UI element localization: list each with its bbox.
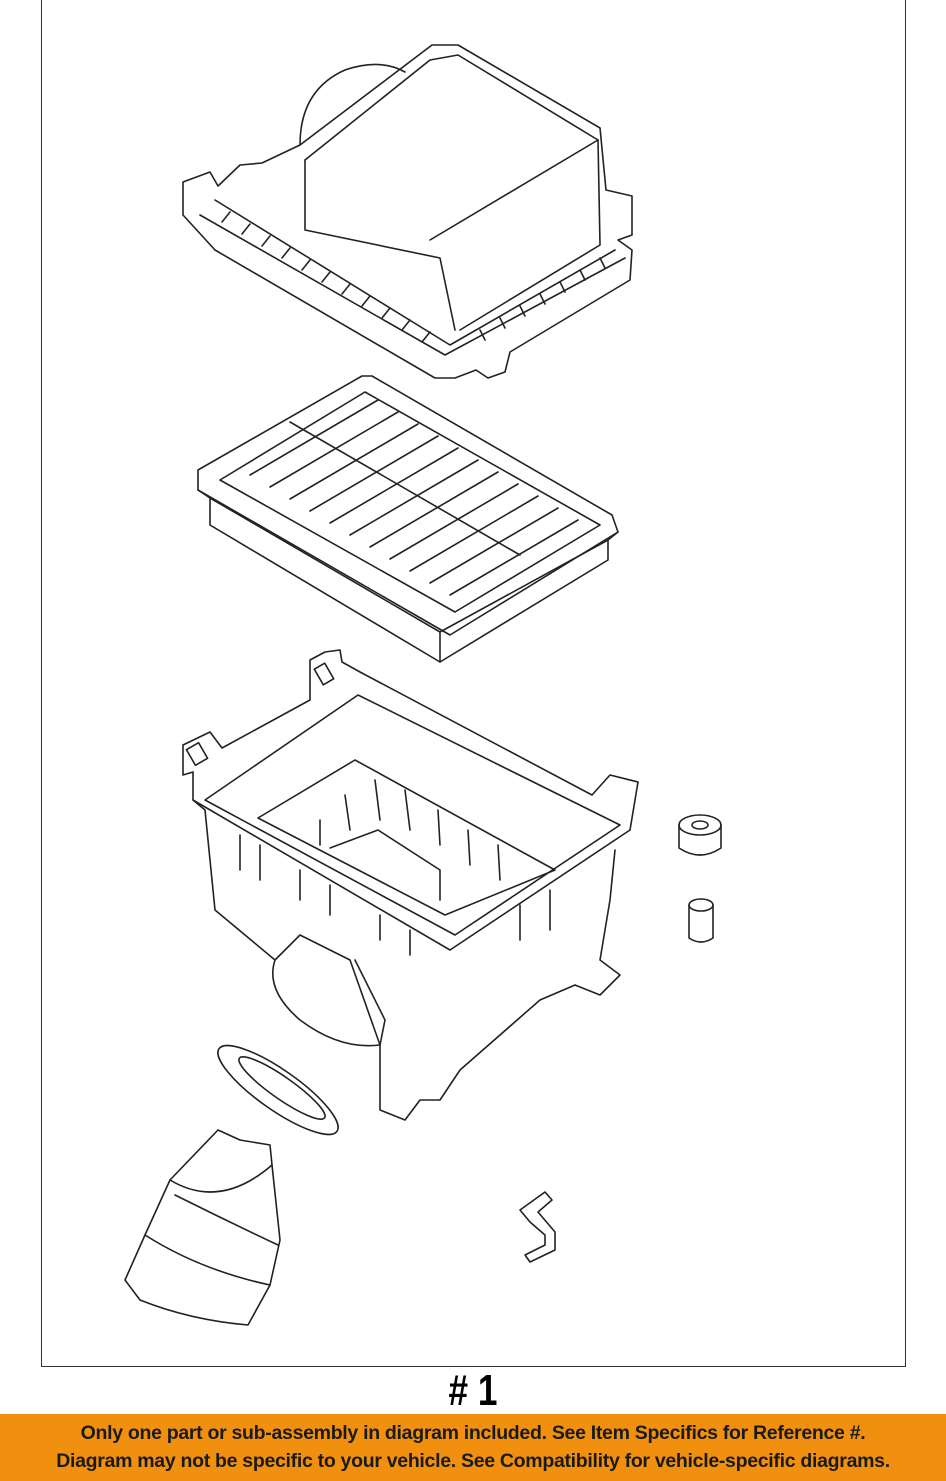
grommet — [678, 814, 722, 856]
clip — [519, 1191, 556, 1263]
parts-diagram — [124, 44, 722, 1326]
reference-number-label: # 1 — [448, 1366, 498, 1415]
seal-ring — [217, 1044, 339, 1136]
intake-duct — [124, 1129, 281, 1326]
compatibility-notice-banner: Only one part or sub-assembly in diagram… — [0, 1414, 946, 1481]
diagram-frame — [41, 0, 906, 1367]
bushing — [688, 898, 714, 943]
air-filter-element — [197, 375, 619, 663]
air-cleaner-cover — [182, 44, 633, 379]
notice-line-1: Only one part or sub-assembly in diagram… — [80, 1422, 866, 1444]
notice-line-2: Diagram may not be specific to your vehi… — [56, 1450, 890, 1472]
air-cleaner-lower-housing — [182, 649, 639, 1121]
